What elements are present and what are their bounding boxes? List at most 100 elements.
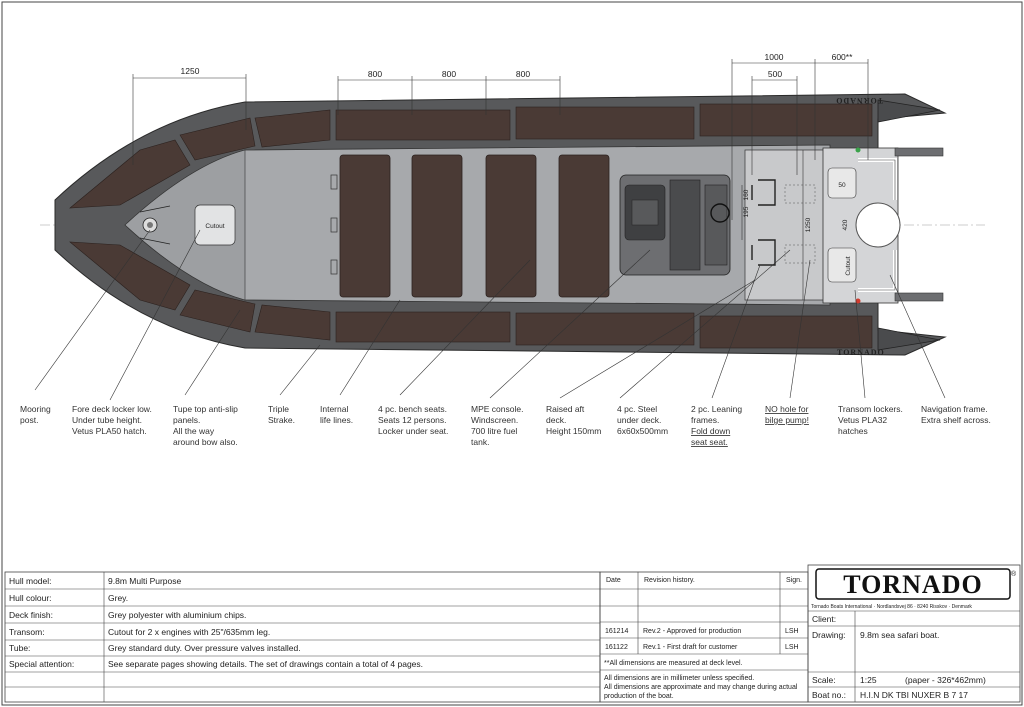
callout-fore-locker-line3: Vetus PLA50 hatch. (72, 426, 147, 436)
cutout-fore-label: Cutout (205, 223, 224, 230)
dim-50: 50 (838, 182, 846, 189)
callout-bench-line1: 4 pc. bench seats. (378, 404, 447, 414)
callout-steel-line2: under deck. (617, 415, 661, 425)
scale-value: 1:25 (860, 675, 877, 685)
rev-col-sign: Sign. (786, 577, 802, 584)
paper-value: (paper - 326*462mm) (905, 675, 986, 685)
callout-aft-deck-line2: deck. (546, 415, 566, 425)
spec-label-hull-model: Hull model: (9, 576, 52, 586)
leaning-frames (751, 179, 776, 266)
dim-160: 160 (743, 189, 750, 200)
dim-1000: 1000 (765, 52, 784, 62)
callout-bench-line3: Locker under seat. (378, 426, 448, 436)
rev-row1-sign: LSH (785, 628, 799, 635)
spec-label-hull-colour: Hull colour: (9, 593, 52, 603)
rev-row1-text: Rev.2 - Approved for production (643, 628, 741, 635)
callout-fore-locker-line2: Under tube height. (72, 415, 142, 425)
spec-value-hull-colour: Grey. (108, 593, 128, 603)
tube-brand-bottom: TORNADO (837, 348, 885, 357)
callout-console-line2: Windscreen. (471, 415, 518, 425)
callout-aft-deck-line1: Raised aft (546, 404, 585, 414)
callout-aft-deck-line3: Height 150mm (546, 426, 601, 436)
leader-lines (34, 229, 946, 401)
dim-1250-top: 1250 (181, 66, 200, 76)
raised-aft-deck (744, 149, 831, 301)
rev-row2-sign: LSH (785, 644, 799, 651)
callout-lifelines-line2: life lines. (320, 415, 353, 425)
callout-leaning-line3: Fold down (691, 426, 730, 436)
spec-table: Hull model: 9.8m Multi Purpose Hull colo… (4, 571, 601, 703)
callout-fore-locker-line1: Fore deck locker low. (72, 404, 152, 414)
callout-anti-slip-line1: Tupe top anti-slip (173, 404, 238, 414)
scale-label: Scale: (812, 675, 836, 685)
mpe-console (619, 174, 731, 276)
callout-transom-line3: hatches (838, 426, 868, 436)
mooring-post (139, 205, 171, 245)
tube-brand-top: TORNADO (835, 96, 883, 105)
boat-plan: TORNADO TORNADO Cutout (40, 93, 985, 357)
boatno-value: H.I.N DK TBI NUXER B 7 17 (860, 690, 968, 700)
dim-500: 500 (768, 69, 782, 79)
callout-anti-slip-line3: All the way (173, 426, 215, 436)
logo-registered-mark: ® (1011, 570, 1017, 578)
svg-text:Navigation frame.Extra shelf a: Navigation frame.Extra shelf across. (921, 404, 991, 425)
dim-420: 420 (842, 219, 849, 230)
spec-label-transom: Transom: (9, 627, 45, 637)
logo-box (815, 568, 1011, 600)
callout-bilge-line1: NO hole for (765, 404, 809, 414)
callout-nav-line2: Extra shelf across. (921, 415, 991, 425)
dim-800-a: 800 (368, 69, 382, 79)
svg-text:MPE console.Windscreen.700 lit: MPE console.Windscreen.700 litre fueltan… (471, 404, 523, 447)
svg-text:4 pc. bench seats.Seats 12 per: 4 pc. bench seats.Seats 12 persons.Locke… (378, 404, 448, 436)
fore-deck (124, 149, 246, 301)
rev-note3: All dimensions are approximate and may c… (604, 684, 798, 691)
callout-leaning-line1: 2 pc. Leaning (691, 404, 742, 414)
callout-anti-slip-line4: around bow also. (173, 437, 238, 447)
dim-800-c: 800 (516, 69, 530, 79)
tube-cone-bottom (877, 327, 941, 351)
callout-console-line4: tank. (471, 437, 489, 447)
transom: 50 Cutout 420 (822, 147, 944, 304)
dimensions (132, 59, 869, 300)
rev-row2-text: Rev.1 - First draft for customer (643, 644, 738, 651)
boatno-label: Boat no.: (812, 690, 846, 700)
callout-leaning-line2: frames. (691, 415, 719, 425)
spec-label-deck-finish: Deck finish: (9, 610, 53, 620)
rev-col-history: Revision history. (644, 577, 695, 584)
revision-table: Date Revision history. Sign. 161214 Rev.… (599, 571, 809, 703)
callout-transom-line2: Vetus PLA32 (838, 415, 887, 425)
spec-label-tube: Tube: (9, 643, 30, 653)
rev-note2: All dimensions are in millimeter unless … (604, 675, 754, 682)
anti-slip-panels (69, 103, 873, 349)
spec-label-special: Special attention: (9, 659, 74, 669)
rev-row2-date: 161122 (605, 644, 628, 651)
callout-console-line3: 700 litre fuel (471, 426, 517, 436)
bench-seats (339, 154, 610, 298)
dim-195: 195 (743, 206, 750, 217)
callout-anti-slip-line2: panels. (173, 415, 200, 425)
steering-wheel-icon (710, 203, 730, 223)
callout-mooring-line2: post. (20, 415, 38, 425)
company-address: Tornado Boats International · Nordlandsv… (811, 604, 972, 610)
title-block: TORNADO ® Tornado Boats International · … (807, 564, 1021, 703)
callout-bench-line2: Seats 12 persons. (378, 415, 447, 425)
callout-bilge-line2: bilge pump! (765, 415, 809, 425)
spec-value-deck-finish: Grey polyester with aluminium chips. (108, 610, 246, 620)
callout-console-line1: MPE console. (471, 404, 523, 414)
callout-steel-line1: 4 pc. Steel (617, 404, 657, 414)
dim-800-b: 800 (442, 69, 456, 79)
fore-deck-locker-hatch (194, 204, 236, 246)
spec-value-special: See separate pages showing details. The … (108, 659, 423, 669)
callout-mooring-line1: Mooring (20, 404, 51, 414)
internal-life-lines (330, 174, 338, 275)
client-label: Client: (812, 614, 836, 624)
